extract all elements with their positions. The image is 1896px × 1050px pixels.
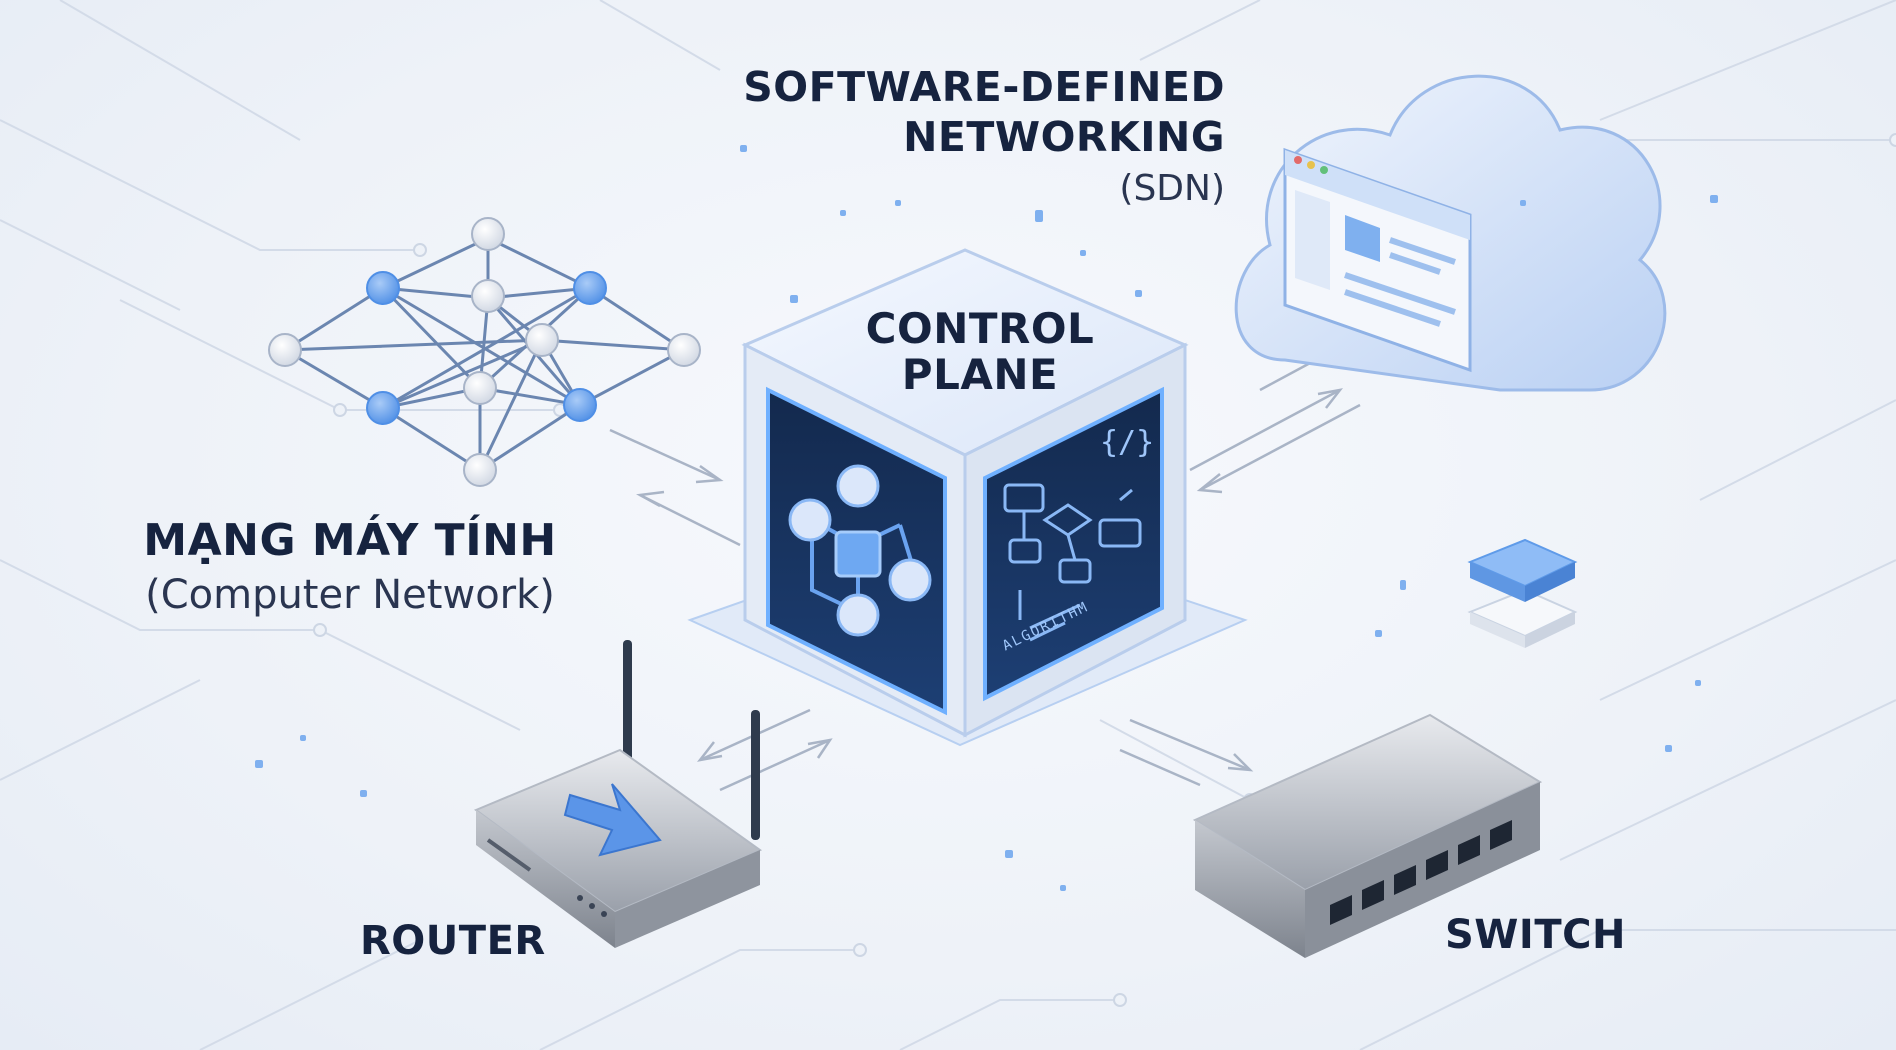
code-symbol: {/} (1100, 425, 1155, 460)
sdn-title-line1: SOFTWARE-DEFINED (743, 63, 1225, 111)
sparkle-dots (255, 145, 1718, 891)
control-plane-label: CONTROL PLANE (810, 306, 1150, 398)
control-plane-line2: PLANE (901, 350, 1059, 399)
router-label-text: ROUTER (360, 918, 546, 964)
computer-network-title-text: MẠNG MÁY TÍNH (143, 515, 557, 566)
control-plane-line1: CONTROL (865, 304, 1095, 353)
sdn-abbreviation: (SDN) (1119, 168, 1225, 209)
switch-label-text: SWITCH (1445, 912, 1626, 958)
computer-network-subtitle: (Computer Network) (145, 572, 555, 618)
data-flow-arrows (609, 318, 1393, 792)
computer-network-title: MẠNG MÁY TÍNH (120, 515, 580, 566)
switch-ports (1330, 820, 1512, 925)
sdn-title: SOFTWARE-DEFINED NETWORKING (700, 62, 1225, 162)
network-graph-icon (268, 217, 701, 487)
router-icon (473, 640, 763, 948)
browser-window-icon (1283, 147, 1472, 373)
switch-label: SWITCH (1445, 912, 1626, 958)
data-stack-icon (1467, 538, 1578, 648)
router-label: ROUTER (360, 918, 546, 964)
sdn-title-line2: NETWORKING (903, 113, 1225, 161)
control-plane-cube (741, 248, 1189, 738)
switch-icon (1192, 713, 1543, 958)
cloud-icon (1234, 74, 1667, 392)
